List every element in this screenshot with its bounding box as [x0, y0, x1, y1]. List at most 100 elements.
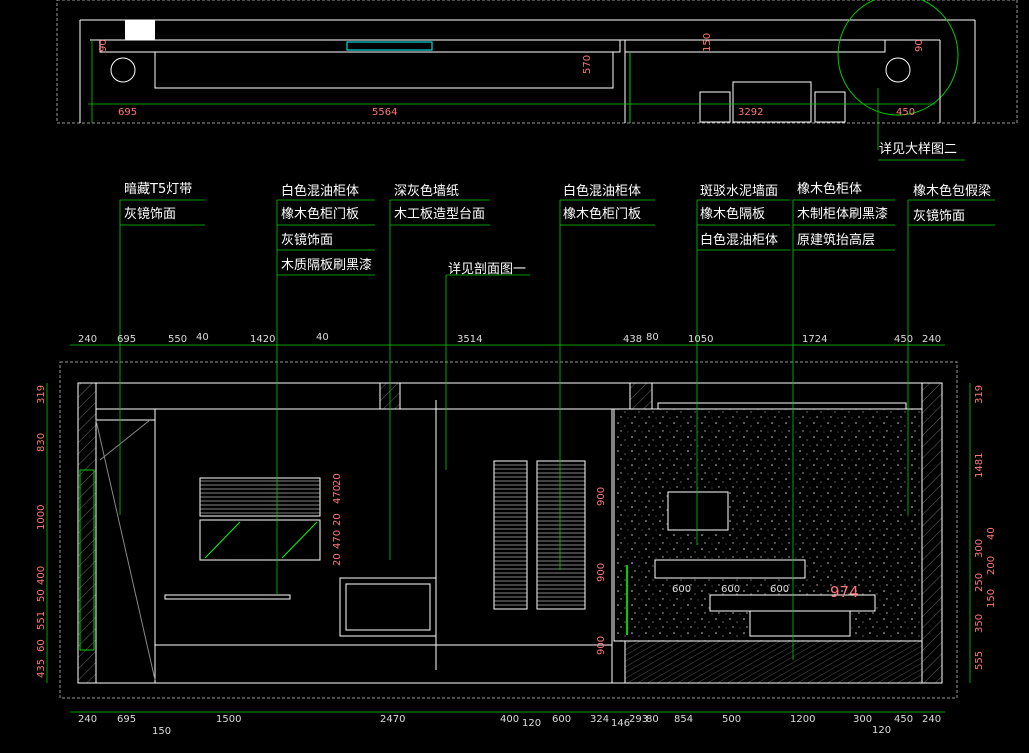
dim-top: 438 [623, 334, 642, 345]
dim-bottom: 150 [152, 726, 171, 737]
dim-top: 1724 [802, 334, 827, 345]
annotation-label: 橡木色柜门板 [281, 207, 360, 222]
plan-view: 695 5564 3292 450 90 570 150 90 [56, 0, 1018, 161]
annotation-label: 深灰色墙纸 [394, 184, 460, 199]
dim-bottom: 854 [674, 714, 693, 725]
dim-bottom: 450 [894, 714, 913, 725]
dim-left: 60 [36, 639, 47, 652]
dim-right: 150 [986, 589, 997, 608]
dim-top: 80 [646, 332, 659, 343]
dim-bottom: 1200 [790, 714, 815, 725]
annotation-label: 木工板造型台面 [394, 207, 486, 222]
dims-bottom: 240 695 150 1500 2470 400 120 600 324 14… [78, 714, 941, 737]
dim-top: 40 [316, 332, 329, 343]
dim-top: 40 [196, 332, 209, 343]
dim-top: 550 [168, 334, 187, 345]
annotation-label: 白色混油柜体 [281, 184, 360, 199]
dims-top: 240 695 550 40 1420 40 3514 438 80 1050 … [78, 332, 941, 345]
dim-cabinet: 900 [596, 563, 607, 582]
dim-top: 695 [117, 334, 136, 345]
dim-right: 40 [986, 527, 997, 540]
dim-bottom: 80 [646, 714, 659, 725]
dim-top: 3514 [457, 334, 482, 345]
plan-dim-vertical: 90 [98, 39, 109, 52]
dims-cabinet: 900 900 900 [596, 487, 607, 655]
detail-note-2: 详见大样图二 [879, 142, 958, 157]
annotation-label: 橡木色柜体 [797, 182, 863, 197]
plan-dim-bottom: 450 [896, 107, 915, 118]
plan-dim-vertical: 570 [582, 55, 593, 74]
dim-bottom: 120 [872, 725, 891, 736]
dims-shelf: 600 600 600 [672, 584, 789, 595]
plan-dim-bottom: 5564 [372, 107, 397, 118]
annotation-label: 白色混油柜体 [563, 184, 642, 199]
dim-left: 435 [36, 659, 47, 678]
dim-right: 555 [974, 651, 985, 670]
dim-bottom: 2470 [380, 714, 405, 725]
dim-cabinet: 900 [596, 636, 607, 655]
leader-lines [46, 199, 995, 713]
dim-bottom: 293 [629, 714, 648, 725]
dim-niche: 20 [332, 473, 343, 486]
dims-left: 319 830 1000 400 50 551 60 435 [36, 385, 47, 678]
dim-top: 240 [78, 334, 97, 345]
dim-bottom: 240 [922, 714, 941, 725]
dim-left: 319 [36, 385, 47, 404]
dim-left: 830 [36, 433, 47, 452]
annotation-label: 木制柜体刷黑漆 [797, 207, 889, 222]
dim-bottom: 240 [78, 714, 97, 725]
dim-right: 350 [974, 614, 985, 633]
dim-bottom: 695 [117, 714, 136, 725]
dims-right: 319 1481 40 300 200 250 150 350 555 [974, 385, 997, 670]
annotation-label: 橡木色隔板 [700, 207, 766, 222]
dim-bottom: 1500 [216, 714, 241, 725]
dim-left: 50 [36, 589, 47, 602]
annotation-label: 白色混油柜体 [700, 233, 779, 248]
annotation-label: 橡木色包假梁 [913, 184, 992, 199]
dim-bottom: 600 [552, 714, 571, 725]
plan-dim-bottom: 695 [118, 107, 137, 118]
annotation-label: 灰镜饰面 [124, 207, 177, 222]
cabinet-height-mark: 974 [830, 583, 859, 601]
dim-bottom: 500 [722, 714, 741, 725]
plan-dim-vertical: 150 [702, 33, 713, 52]
dim-bottom: 120 [522, 718, 541, 729]
annotation-label: 灰镜饰面 [281, 233, 334, 248]
dim-right: 1481 [974, 453, 985, 478]
dim-bottom: 146 [611, 718, 630, 729]
dim-bottom: 324 [590, 714, 609, 725]
dim-shelf: 600 [770, 584, 789, 595]
dim-niche: 470 [332, 485, 343, 504]
dim-right: 319 [974, 385, 985, 404]
dim-left: 1000 [36, 505, 47, 530]
dim-left: 400 [36, 566, 47, 585]
dim-top: 1050 [688, 334, 713, 345]
dim-top: 450 [894, 334, 913, 345]
dim-niche: 470 [332, 530, 343, 549]
annotation-label: 灰镜饰面 [913, 209, 966, 224]
dim-shelf: 600 [672, 584, 691, 595]
plan-dim-bottom: 3292 [738, 107, 763, 118]
annotation-label: 斑驳水泥墙面 [700, 184, 779, 199]
annotation-label: 木质隔板刷黑漆 [281, 258, 373, 273]
dim-niche: 20 [332, 513, 343, 526]
dim-right: 200 [986, 556, 997, 575]
dims-tv-niche: 20 470 20 470 20 [332, 473, 343, 566]
dim-bottom: 400 [500, 714, 519, 725]
annotation-label: 原建筑抬高层 [797, 233, 876, 248]
dim-top: 1420 [250, 334, 275, 345]
dim-bottom: 300 [853, 714, 872, 725]
elevation-view: 240 695 550 40 1420 40 3514 438 80 1050 … [36, 199, 997, 737]
dim-niche: 20 [332, 553, 343, 566]
dim-cabinet: 900 [596, 487, 607, 506]
plan-dim-vertical: 90 [914, 39, 925, 52]
annotation-label: 橡木色柜门板 [563, 207, 642, 222]
dim-right: 300 [974, 539, 985, 558]
annotation-label: 暗藏T5灯带 [124, 182, 193, 197]
section-note-1: 详见剖面图一 [448, 262, 527, 277]
dim-left: 551 [36, 611, 47, 630]
dim-right: 250 [974, 573, 985, 592]
dim-top: 240 [922, 334, 941, 345]
dim-shelf: 600 [721, 584, 740, 595]
